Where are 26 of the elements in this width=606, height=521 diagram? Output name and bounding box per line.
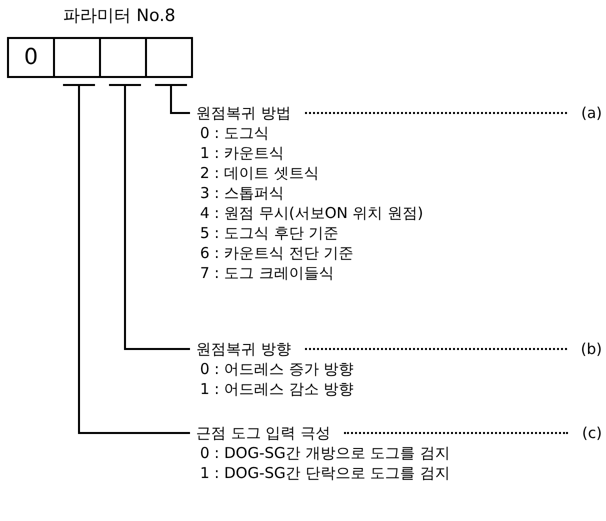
reference-letter: (c) <box>582 423 602 443</box>
setting-heading: 근점 도그 입력 극성 <box>196 423 330 443</box>
option-text: 7 : 도그 크레이들식 <box>200 263 335 283</box>
leader-line <box>62 84 191 434</box>
diagram-title: 파라미터 No.8 <box>63 5 176 27</box>
empty-cell <box>99 37 147 78</box>
leader-line <box>154 84 191 114</box>
option-text: 2 : 데이트 셋트식 <box>200 163 320 183</box>
leader-line <box>108 84 191 350</box>
option-text: 1 : 어드레스 감소 방향 <box>200 379 355 399</box>
option-text: 0 : 어드레스 증가 방향 <box>200 359 355 379</box>
digit-cell: 0 <box>7 37 55 78</box>
reference-letter: (a) <box>581 103 602 123</box>
option-text: 0 : DOG-SG간 개방으로 도그를 검지 <box>200 443 451 463</box>
option-text: 5 : 도그식 후단 기준 <box>200 223 340 243</box>
reference-letter: (b) <box>580 339 602 359</box>
empty-cell <box>145 37 193 78</box>
option-text: 1 : 카운트식 <box>200 143 286 163</box>
option-text: 1 : DOG-SG간 단락으로 도그를 검지 <box>200 463 451 483</box>
empty-cell <box>53 37 101 78</box>
option-text: 6 : 카운트식 전단 기준 <box>200 243 355 263</box>
option-text: 4 : 원점 무시(서보ON 위치 원점) <box>200 203 424 223</box>
option-text: 0 : 도그식 <box>200 123 270 143</box>
setting-heading: 원점복귀 방법 <box>196 103 291 123</box>
setting-heading: 원점복귀 방향 <box>196 339 291 359</box>
option-text: 3 : 스톱퍼식 <box>200 183 286 203</box>
